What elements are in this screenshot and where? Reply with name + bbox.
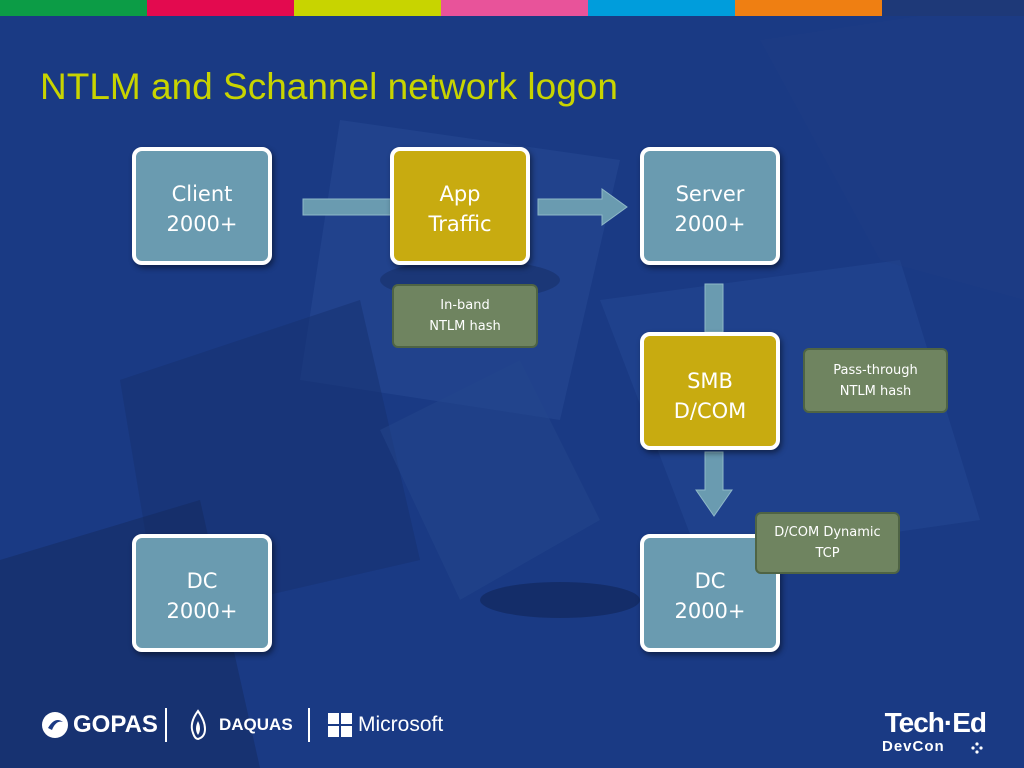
app-traffic-label-1: App bbox=[439, 182, 481, 206]
dc-left-node: DC 2000+ bbox=[132, 534, 272, 652]
stripe-navy bbox=[882, 0, 1024, 16]
arrow-server-to-smb bbox=[704, 283, 724, 333]
arrow-client-to-app bbox=[302, 198, 393, 216]
arrow-smb-to-dc bbox=[695, 451, 733, 517]
microsoft-text: Microsoft bbox=[358, 713, 444, 736]
stripe-pink bbox=[441, 0, 588, 16]
slide-title: NTLM and Schannel network logon bbox=[40, 66, 618, 107]
client-version: 2000+ bbox=[166, 212, 238, 236]
stripe-red bbox=[147, 0, 294, 16]
gopas-swirl-icon bbox=[42, 712, 68, 738]
microsoft-windows-icon bbox=[328, 713, 352, 737]
inband-line-2: NTLM hash bbox=[429, 319, 501, 334]
daquas-flame-icon bbox=[190, 709, 207, 741]
gopas-logo: GOPAS bbox=[40, 708, 158, 742]
inband-line-1: In-band bbox=[440, 298, 490, 313]
smb-label: SMB bbox=[687, 369, 733, 393]
daquas-text: DAQUAS bbox=[219, 715, 293, 734]
app-traffic-node: App Traffic bbox=[390, 147, 530, 265]
server-node: Server 2000+ bbox=[640, 147, 780, 265]
stripe-lime bbox=[294, 0, 441, 16]
inband-ntlm-note: In-band NTLM hash bbox=[392, 284, 538, 348]
devcon-text: DevCon bbox=[882, 738, 945, 755]
dc-right-version: 2000+ bbox=[674, 599, 746, 623]
app-traffic-label-2: Traffic bbox=[428, 212, 492, 236]
dcom-label: D/COM bbox=[673, 399, 747, 423]
server-version: 2000+ bbox=[674, 212, 746, 236]
footer-divider-2 bbox=[308, 708, 310, 742]
microsoft-logo: Microsoft bbox=[328, 710, 443, 740]
footer-divider-1 bbox=[165, 708, 167, 742]
smb-dcom-node: SMB D/COM bbox=[640, 332, 780, 450]
dc-left-version: 2000+ bbox=[166, 599, 238, 623]
stripe-green bbox=[0, 0, 147, 16]
dcom-dynamic-tcp-note: D/COM Dynamic TCP bbox=[755, 512, 900, 574]
dc-right-label: DC bbox=[694, 569, 726, 593]
stripe-cyan bbox=[588, 0, 735, 16]
client-node: Client 2000+ bbox=[132, 147, 272, 265]
passthrough-line-1: Pass-through bbox=[833, 362, 918, 378]
dcom-line-2: TCP bbox=[815, 546, 840, 561]
dots-icon bbox=[971, 742, 983, 754]
dcom-line-1: D/COM Dynamic bbox=[774, 525, 881, 540]
server-label: Server bbox=[675, 182, 745, 206]
passthrough-line-2: NTLM hash bbox=[839, 383, 912, 399]
passthrough-ntlm-note: Pass-through NTLM hash bbox=[803, 348, 948, 413]
client-label: Client bbox=[171, 182, 233, 206]
gopas-text: GOPAS bbox=[73, 711, 158, 738]
teched-devcon-logo: Tech·Ed DevCon bbox=[870, 708, 990, 758]
stripe-orange bbox=[735, 0, 882, 16]
dc-left-label: DC bbox=[186, 569, 218, 593]
top-color-stripe bbox=[0, 0, 1024, 16]
teched-text: Tech·Ed bbox=[884, 707, 987, 738]
daquas-logo: DAQUAS bbox=[183, 708, 293, 742]
arrow-app-to-server bbox=[537, 188, 628, 226]
